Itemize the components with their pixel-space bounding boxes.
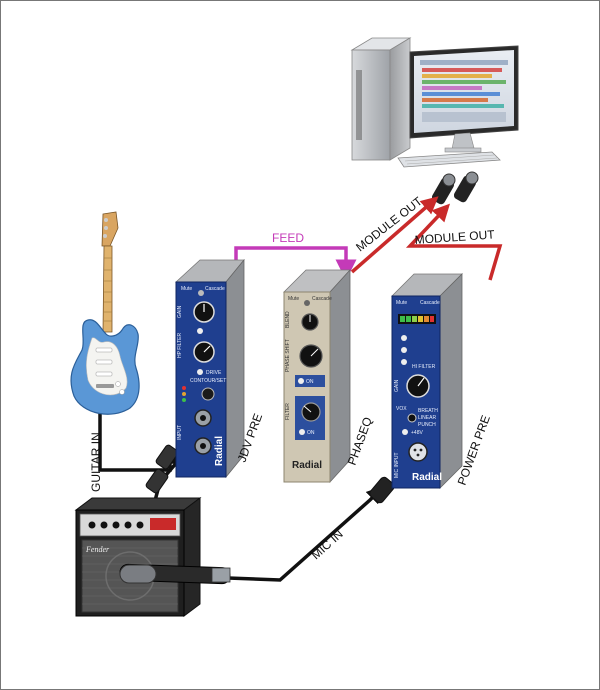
power-48v-label: +48V <box>411 430 423 436</box>
jdv-drive-label: DRIVE <box>206 370 222 376</box>
phaseq-mute-label: Mute <box>288 296 299 302</box>
jdv-switch-1[interactable] <box>197 328 203 334</box>
power-switch-2[interactable] <box>401 347 407 353</box>
power-punch-label: PUNCH <box>418 422 436 428</box>
power-micinput-label: MIC INPUT <box>394 452 400 478</box>
phaseq-switch-panel <box>295 375 325 387</box>
phaseq-cascade-label: Cascade <box>312 296 332 302</box>
phaseq-filter-label: FILTER <box>285 403 291 420</box>
power-linear-label: LINEAR <box>418 415 436 421</box>
feed-label: FEED <box>272 231 304 245</box>
jdv-brand-label: Radial <box>214 436 225 466</box>
phaseq-switch-2[interactable] <box>299 429 305 435</box>
jdv-cascade-label: Cascade <box>205 286 225 292</box>
jdv-peak-led <box>182 386 186 390</box>
power-cascade-label: Cascade <box>420 300 440 306</box>
jdv-drive-led <box>182 392 186 396</box>
power-mute-label: Mute <box>396 300 407 306</box>
jdv-pre-module: Mute Cascade GAIN HP FILTER DRIVE CONTOU… <box>174 258 245 479</box>
xlr-plug-mic <box>369 476 395 504</box>
phaseq-on-label-2: ON <box>307 430 315 436</box>
phaseq-blend-label: BLEND <box>285 311 291 328</box>
jack-plug-amp <box>145 468 169 494</box>
electric-guitar-illustration <box>70 211 140 415</box>
power-phantom-switch[interactable] <box>402 429 408 435</box>
power-brand-label: Radial <box>412 472 442 483</box>
jdv-input-label: INPUT <box>177 425 183 440</box>
jdv-signal-led <box>182 398 186 402</box>
jdv-contour-label: CONTOUR/SET <box>190 378 226 384</box>
jdv-gain-label: GAIN <box>177 305 183 318</box>
phaseq-brand-label: Radial <box>292 460 322 471</box>
power-hifilter-label: HI FILTER <box>412 364 436 370</box>
keyboard <box>397 151 501 168</box>
jdv-drive-switch[interactable] <box>197 369 203 375</box>
power-gain-label: GAIN <box>394 379 400 392</box>
phaseq-phaseshift-label: PHASE SHIFT <box>285 339 291 372</box>
power-vox-selector[interactable] <box>407 413 417 423</box>
jdv-hpfilter-label: HP FILTER <box>177 333 183 358</box>
jdv-mute-label: Mute <box>181 286 192 292</box>
phaseq-on-label-1: ON <box>306 379 314 385</box>
phaseq-screw-icon <box>304 300 310 306</box>
jdv-contour-knob[interactable] <box>201 387 215 401</box>
xlr-plug-2 <box>453 171 479 203</box>
microphone-illustration <box>119 563 231 585</box>
power-switch-3[interactable] <box>401 359 407 365</box>
amp-badge <box>150 518 176 530</box>
power-switch-1[interactable] <box>401 335 407 341</box>
phaseq-switch-1[interactable] <box>298 378 304 384</box>
jack-plug-guitar <box>155 444 179 470</box>
amp-logo: Fender <box>85 545 110 554</box>
guitar-in-label: GUITAR IN <box>89 432 103 492</box>
computer-illustration <box>350 37 519 168</box>
guitar-amplifier-illustration: Fender <box>74 497 202 617</box>
module-out-label-2: MODULE OUT <box>414 227 495 247</box>
phaseq-module: Mute Cascade BLEND PHASE SHIFT ON FILTER… <box>283 268 351 484</box>
module-out-cable-2 <box>405 203 503 281</box>
power-pre-module: Mute Cascade HI FILTER GAIN VOX BREATH L… <box>391 273 463 489</box>
power-xlr-input[interactable] <box>408 442 428 462</box>
power-vox-label: VOX <box>396 406 407 412</box>
module-out-cable-1 <box>350 196 439 274</box>
jdv-screw-icon <box>198 290 204 296</box>
computer-monitor <box>409 45 519 153</box>
power-breath-label: BREATH <box>418 408 438 414</box>
